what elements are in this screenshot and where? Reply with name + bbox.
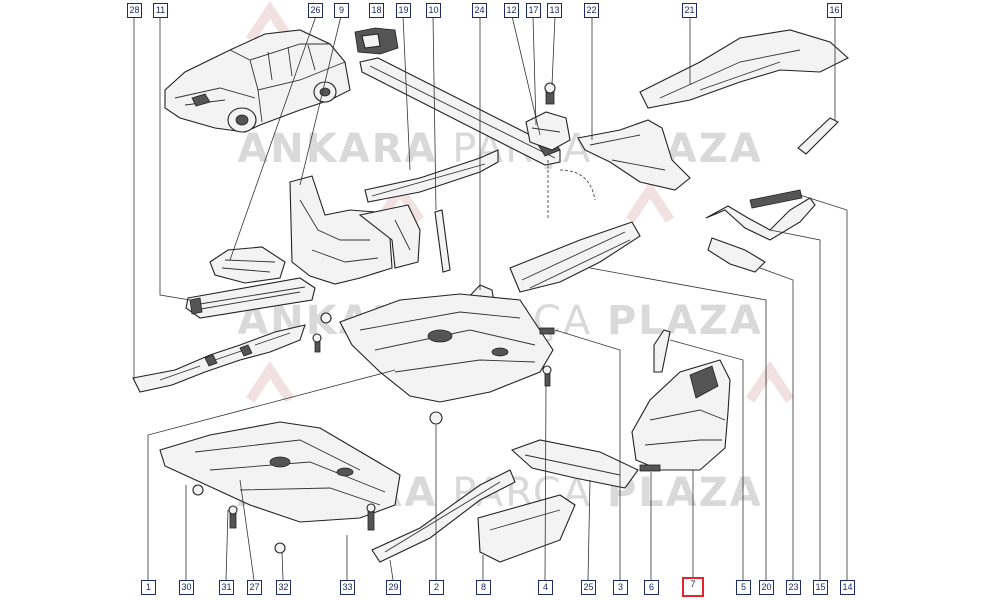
label-8[interactable]: 8 (476, 580, 491, 595)
label-33[interactable]: 33 (340, 580, 355, 595)
label-3[interactable]: 3 (613, 580, 628, 595)
label-11[interactable]: 11 (153, 3, 168, 18)
label-7-highlighted[interactable]: 7 (682, 577, 704, 597)
label-1[interactable]: 1 (141, 580, 156, 595)
part-12-stay (434, 209, 451, 273)
part-25-panel (510, 439, 639, 489)
leader-lines (133, 15, 848, 581)
fasteners (192, 312, 555, 554)
label-21[interactable]: 21 (682, 3, 697, 18)
part-29-rail (371, 469, 516, 563)
label-6[interactable]: 6 (644, 580, 659, 595)
part-23-bracket (705, 189, 816, 273)
label-31[interactable]: 31 (219, 580, 234, 595)
label-20[interactable]: 20 (759, 580, 774, 595)
label-22[interactable]: 22 (584, 3, 599, 18)
part-9-wheel-housing (289, 175, 421, 285)
label-32[interactable]: 32 (276, 580, 291, 595)
label-19[interactable]: 19 (396, 3, 411, 18)
part-10-rail (364, 149, 499, 203)
label-14[interactable]: 14 (840, 580, 855, 595)
label-13[interactable]: 13 (547, 3, 562, 18)
part-27-floor (159, 421, 401, 523)
label-30[interactable]: 30 (179, 580, 194, 595)
part-7-floor-panel (631, 329, 731, 471)
car-illustration (164, 29, 351, 133)
part-center-floor (339, 293, 554, 403)
label-25[interactable]: 25 (581, 580, 596, 595)
part-20-floor (509, 221, 641, 293)
part-26-pan (209, 246, 286, 284)
label-16[interactable]: 16 (827, 3, 842, 18)
part-21-rail (639, 29, 849, 109)
part-6-pad (639, 464, 661, 472)
label-24[interactable]: 24 (472, 3, 487, 18)
label-4[interactable]: 4 (538, 580, 553, 595)
label-26[interactable]: 26 (308, 3, 323, 18)
part-17-bracket (525, 82, 571, 151)
label-2[interactable]: 2 (429, 580, 444, 595)
label-29[interactable]: 29 (386, 580, 401, 595)
label-17[interactable]: 17 (526, 3, 541, 18)
label-5[interactable]: 5 (736, 580, 751, 595)
label-27[interactable]: 27 (247, 580, 262, 595)
part-18-bracket (354, 27, 399, 55)
label-18[interactable]: 18 (369, 3, 384, 18)
part-22-panel (577, 119, 691, 191)
part-16-strip (797, 117, 839, 155)
label-12[interactable]: 12 (504, 3, 519, 18)
part-11-rail (185, 277, 316, 319)
label-15[interactable]: 15 (813, 580, 828, 595)
part-19-crossmember (359, 57, 561, 166)
label-9[interactable]: 9 (334, 3, 349, 18)
label-28[interactable]: 28 (127, 3, 142, 18)
part-8-rail (477, 494, 576, 563)
label-23[interactable]: 23 (786, 580, 801, 595)
part-28-sill (132, 324, 306, 393)
label-10[interactable]: 10 (426, 3, 441, 18)
